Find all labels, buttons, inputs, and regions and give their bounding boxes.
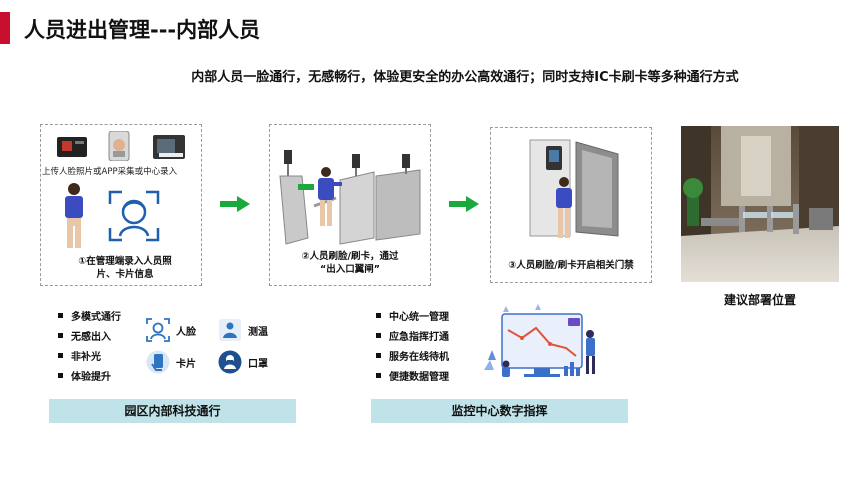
page-title: 人员进出管理---内部人员 [24,18,261,42]
person-icon [65,183,83,248]
list-item: 服务在线待机 [376,345,449,365]
feature-label: 无感出入 [71,331,111,343]
step-2-caption-line-2: “出入口翼闸” [320,264,380,275]
arrow-right-icon [220,196,250,212]
page-subtitle: 内部人员一脸通行，无感畅行，体验更安全的办公高效通行；同时支持IC卡刷卡等多种通… [191,70,739,85]
temperature-label: 测温 [248,327,268,338]
feature-label: 便捷数据管理 [389,371,449,383]
bullet-icon [376,332,381,338]
arrow-right-icon [449,196,479,212]
list-item: 无感出入 [58,325,121,345]
step-1-caption-line-1: ①在管理端录入人员照 [78,256,172,267]
thermometer-person-icon [219,319,241,341]
list-item: 多模式通行 [58,305,121,325]
step-2-caption-line-1: ②人员刷脸/刷卡，通过 [301,251,399,262]
feature-label: 非补光 [71,351,101,363]
face-recognition-icon [108,190,160,242]
deployment-caption: 建议部署位置 [723,293,796,307]
face-icon [146,318,170,342]
right-feature-list: 中心统一管理 应急指挥打通 服务在线待机 便捷数据管理 [376,305,449,385]
left-feature-list: 多模式通行 无感出入 非补光 体验提升 [58,305,121,385]
left-banner: 园区内部科技通行 [49,399,296,423]
card-label: 卡片 [176,359,196,370]
deployment-photo [681,126,839,282]
step-3-caption: ③人员刷脸/刷卡开启相关门禁 [508,260,634,271]
bullet-icon [376,372,381,378]
bullet-icon [376,312,381,318]
feature-label: 体验提升 [71,371,111,383]
step-1-caption-line-2: 片、卡片信息 [96,269,154,280]
feature-label: 应急指挥打通 [389,331,449,343]
mask-icon [218,350,242,374]
bullet-icon [58,352,63,358]
list-item: 非补光 [58,345,121,365]
right-banner: 监控中心数字指挥 [371,399,628,423]
bullet-icon [58,332,63,338]
data-dashboard-illustration-icon [484,304,595,377]
feature-label: 多模式通行 [71,311,121,323]
card-icon [146,350,170,374]
door-access-icon [529,139,619,238]
list-item: 便捷数据管理 [376,365,449,385]
list-item: 体验提升 [58,365,121,385]
feature-label: 服务在线待机 [389,351,449,363]
face-label: 人脸 [176,327,196,338]
bullet-icon [58,312,63,318]
gate-turnstile-icon [279,150,421,245]
bullet-icon [376,352,381,358]
deployment-photo-image [681,126,839,282]
title-accent-bar [0,12,10,44]
list-item: 中心统一管理 [376,305,449,325]
enrollment-devices-icon [57,131,185,161]
bullet-icon [58,372,63,378]
feature-label: 中心统一管理 [389,311,449,323]
mask-label: 口罩 [248,359,268,370]
upload-caption: 上传人脸照片或APP采集或中心录入 [42,167,178,177]
list-item: 应急指挥打通 [376,325,449,345]
